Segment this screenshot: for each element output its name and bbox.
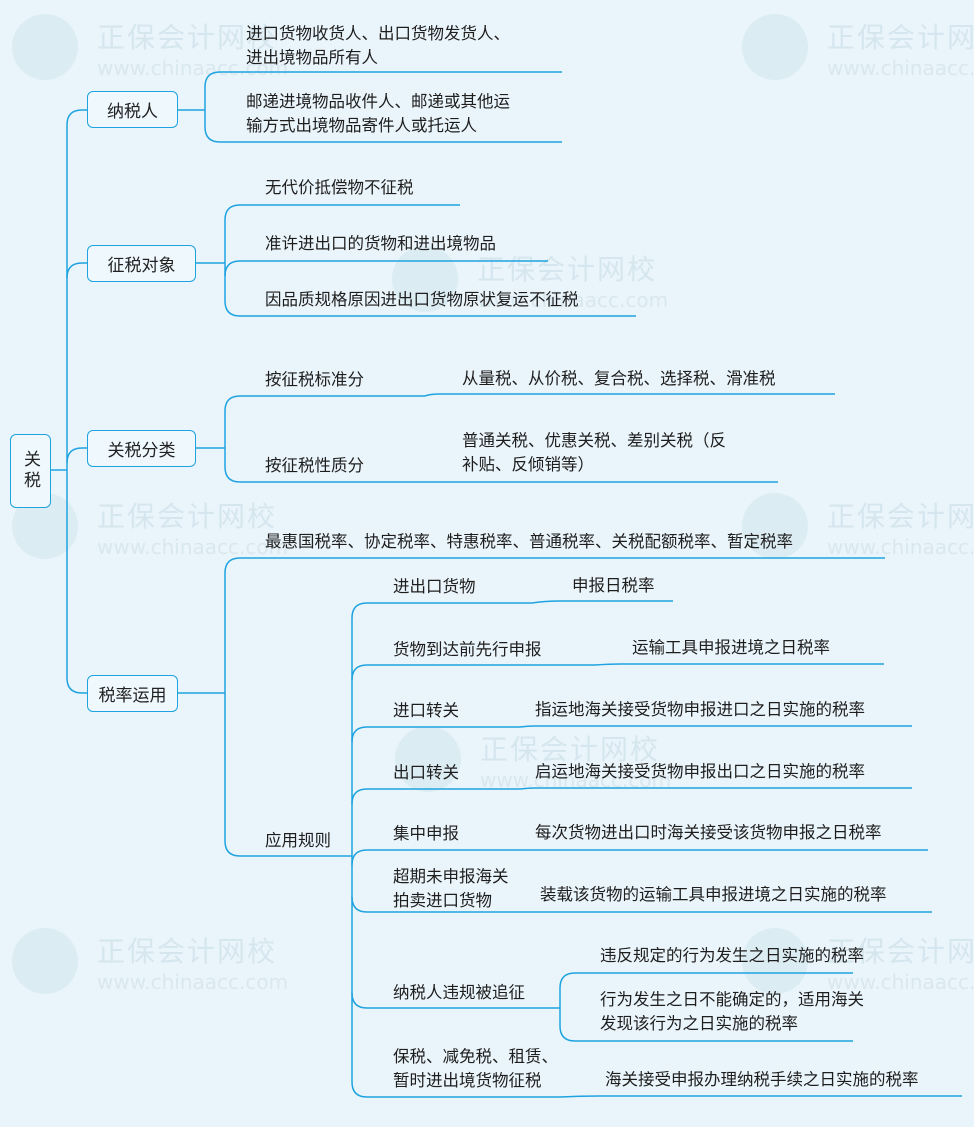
- rule-label: 出口转关: [393, 763, 459, 782]
- rule-label: 进出口货物: [393, 577, 476, 596]
- rule-detail: 每次货物进出口时海关接受该货物申报之日税率: [535, 823, 882, 842]
- rule-label: 集中申报: [393, 824, 459, 843]
- connector: [66, 677, 87, 694]
- rules-label: 应用规则: [265, 831, 331, 850]
- connector: [424, 393, 835, 397]
- connector: [351, 788, 520, 805]
- connector: [66, 262, 87, 279]
- connector: [224, 204, 460, 221]
- branch-classification[interactable]: 关税分类: [87, 430, 196, 467]
- connector: [224, 840, 338, 857]
- connector: [559, 972, 853, 989]
- connector: [66, 109, 87, 126]
- connector: [224, 300, 636, 317]
- connector: [351, 726, 520, 743]
- connector: [224, 395, 425, 412]
- classification-detail: 普通关税、优惠关税、差别关税（反补贴、反倾销等）: [462, 431, 726, 474]
- connector: [204, 71, 562, 88]
- rule-label: 货物到达前先行申报: [393, 640, 542, 659]
- connector: [519, 787, 912, 790]
- connector: [351, 602, 532, 619]
- connector: [204, 126, 562, 143]
- rule-detail: 指运地海关接受货物申报进口之日实施的税率: [535, 700, 865, 719]
- connector: [519, 725, 912, 728]
- rule-label: 保税、减免税、租赁、暂时进出境货物征税: [393, 1047, 558, 1090]
- connector: [559, 1025, 853, 1042]
- connector: [594, 663, 884, 666]
- connector: [351, 664, 595, 681]
- taxpayer-item: 邮递进境物品收件人、邮递或其他运输方式出境物品寄件人或托运人: [246, 92, 510, 135]
- rule-detail: 违反规定的行为发生之日实施的税率: [600, 946, 864, 965]
- object-item: 因品质规格原因进出口货物原状复运不征税: [265, 290, 579, 309]
- connector: [531, 600, 673, 604]
- rule-label: 超期未申报海关拍卖进口货物: [393, 867, 509, 910]
- connector: [224, 557, 885, 574]
- connector: [351, 849, 520, 866]
- branch-taxpayer[interactable]: 纳税人: [87, 91, 178, 128]
- rule-detail: 海关接受申报办理纳税手续之日实施的税率: [605, 1070, 919, 1089]
- connector: [66, 447, 87, 464]
- rule-detail: 行为发生之日不能确定的，适用海关发现该行为之日实施的税率: [600, 990, 864, 1033]
- connector: [224, 260, 548, 277]
- taxpayer-item: 进口货物收货人、出口货物发货人、进出境物品所有人: [246, 24, 510, 67]
- rule-detail: 启运地海关接受货物申报出口之日实施的税率: [535, 762, 865, 781]
- connector: [559, 1095, 962, 1098]
- rule-detail: 申报日税率: [572, 576, 655, 595]
- branch-tax-object[interactable]: 征税对象: [87, 245, 196, 282]
- connector: [351, 1081, 560, 1098]
- rule-detail: 运输工具申报进境之日税率: [632, 638, 830, 657]
- connector: [224, 466, 425, 483]
- object-item: 无代价抵偿物不征税: [265, 178, 414, 197]
- rule-label: 纳税人违规被追征: [393, 983, 525, 1002]
- object-item: 准许进出口的货物和进出境物品: [265, 234, 496, 253]
- connector: [351, 992, 540, 1009]
- branch-rate-application[interactable]: 税率运用: [87, 675, 178, 712]
- rule-label: 进口转关: [393, 701, 459, 720]
- root-node[interactable]: 关税: [10, 434, 51, 508]
- connector: [351, 896, 520, 913]
- classification-detail: 从量税、从价税、复合税、选择税、滑准税: [462, 369, 776, 388]
- rule-detail: 装载该货物的运输工具申报进境之日实施的税率: [540, 885, 887, 904]
- classification-item: 按征税标准分: [265, 370, 364, 389]
- rate-types: 最惠国税率、协定税率、特惠税率、普通税率、关税配额税率、暂定税率: [265, 532, 793, 551]
- classification-item: 按征税性质分: [265, 456, 364, 475]
